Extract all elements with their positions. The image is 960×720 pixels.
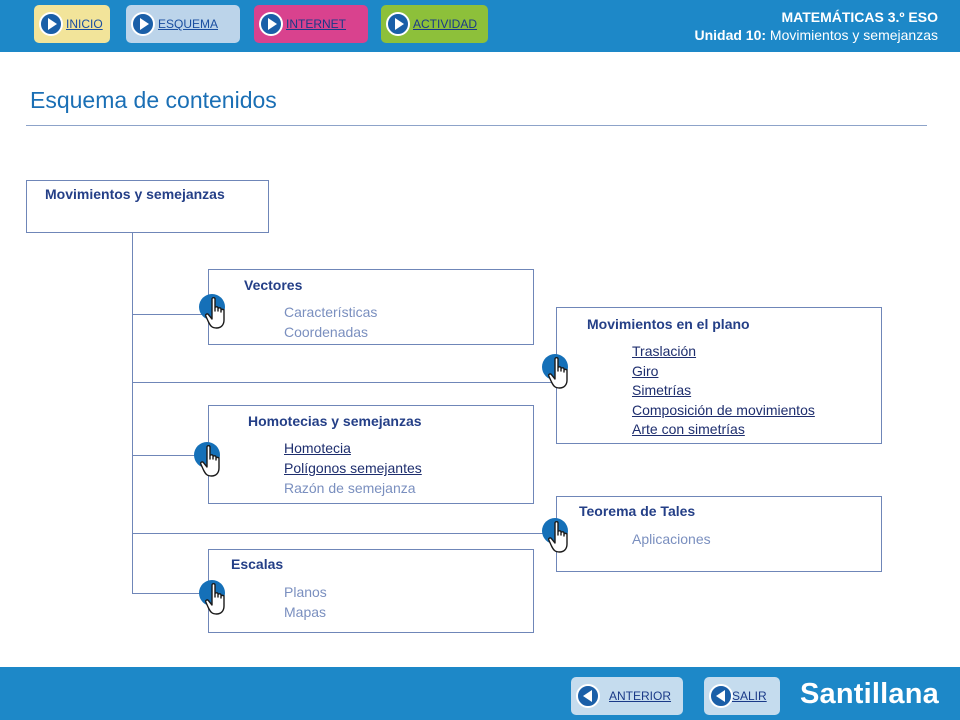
vectores-box: Vectores Características Coordenadas xyxy=(208,269,534,345)
homotecias-link-poligonos[interactable]: Polígonos semejantes xyxy=(284,460,422,476)
movimientos-link-arte[interactable]: Arte con simetrías xyxy=(632,421,745,437)
connector-tales xyxy=(132,533,556,534)
vectores-title: Vectores xyxy=(244,277,303,293)
escalas-item-mapas: Mapas xyxy=(284,604,327,620)
play-icon xyxy=(131,12,155,36)
unit-header: MATEMÁTICAS 3.º ESO Unidad 10: Movimient… xyxy=(694,8,938,44)
connector-trunk xyxy=(132,232,133,594)
hand-pointer-icon[interactable] xyxy=(199,292,235,329)
tales-title: Teorema de Tales xyxy=(579,503,696,519)
movimientos-link-giro[interactable]: Giro xyxy=(632,362,659,379)
back-arrow-icon xyxy=(709,684,733,708)
salir-label: SALIR xyxy=(732,689,767,703)
hand-pointer-icon[interactable] xyxy=(542,516,578,553)
anterior-label: ANTERIOR xyxy=(609,689,672,703)
actividad-label: ACTIVIDAD xyxy=(413,17,478,31)
unit-name: Movimientos y semejanzas xyxy=(766,27,938,43)
tales-item-aplicaciones: Aplicaciones xyxy=(632,531,711,547)
bottom-bar: ANTERIOR SALIR xyxy=(0,667,960,720)
inicio-button[interactable]: INICIO xyxy=(34,5,110,43)
hand-pointer-icon[interactable] xyxy=(542,352,578,389)
hand-pointer-icon[interactable] xyxy=(199,578,235,615)
connector-movimientos xyxy=(132,382,556,383)
top-bar: INICIO ESQUEMA INTERNET ACTIVIDAD MATEMÁ… xyxy=(0,0,960,52)
escalas-box: Escalas Planos Mapas xyxy=(208,549,534,633)
connector-homotecias xyxy=(132,455,208,456)
homotecias-box: Homotecias y semejanzas Homotecia Polígo… xyxy=(208,405,534,504)
root-title: Movimientos y semejanzas xyxy=(45,186,225,202)
unit-line: Unidad 10: Movimientos y semejanzas xyxy=(694,26,938,44)
actividad-button[interactable]: ACTIVIDAD xyxy=(381,5,488,43)
page-title: Esquema de contenidos xyxy=(30,87,277,113)
play-icon xyxy=(386,12,410,36)
santillana-logo: Santillana xyxy=(800,678,939,710)
unit-number: Unidad 10: xyxy=(694,27,767,43)
connector-escalas xyxy=(132,593,208,594)
vectores-item-caracteristicas: Características xyxy=(284,304,378,320)
salir-button[interactable]: SALIR xyxy=(704,677,780,715)
vectores-item-coordenadas: Coordenadas xyxy=(284,324,369,340)
play-icon xyxy=(259,12,283,36)
homotecias-item-razon: Razón de semejanza xyxy=(284,479,416,496)
movimientos-box: Movimientos en el plano Traslación Giro … xyxy=(556,307,882,444)
title-divider xyxy=(26,125,927,126)
internet-button[interactable]: INTERNET xyxy=(254,5,368,43)
subject-title: MATEMÁTICAS 3.º ESO xyxy=(781,9,938,25)
connector-vectores xyxy=(132,314,208,315)
movimientos-title: Movimientos en el plano xyxy=(587,316,750,332)
movimientos-link-composicion[interactable]: Composición de movimientos xyxy=(632,401,815,418)
movimientos-link-simetrias[interactable]: Simetrías xyxy=(632,382,692,398)
escalas-title: Escalas xyxy=(231,556,284,572)
escalas-item-planos: Planos xyxy=(284,584,327,600)
tales-box: Teorema de Tales Aplicaciones xyxy=(556,496,882,572)
anterior-button[interactable]: ANTERIOR xyxy=(571,677,683,715)
play-icon xyxy=(39,12,63,36)
hand-pointer-icon[interactable] xyxy=(194,440,230,477)
esquema-label: ESQUEMA xyxy=(158,17,219,31)
movimientos-link-traslacion[interactable]: Traslación xyxy=(632,343,697,359)
homotecias-link-homotecia[interactable]: Homotecia xyxy=(284,440,351,456)
back-arrow-icon xyxy=(576,684,600,708)
internet-label: INTERNET xyxy=(286,17,346,31)
homotecias-title: Homotecias y semejanzas xyxy=(248,413,422,429)
esquema-button[interactable]: ESQUEMA xyxy=(126,5,240,43)
inicio-label: INICIO xyxy=(66,17,103,31)
root-box: Movimientos y semejanzas xyxy=(26,180,269,233)
